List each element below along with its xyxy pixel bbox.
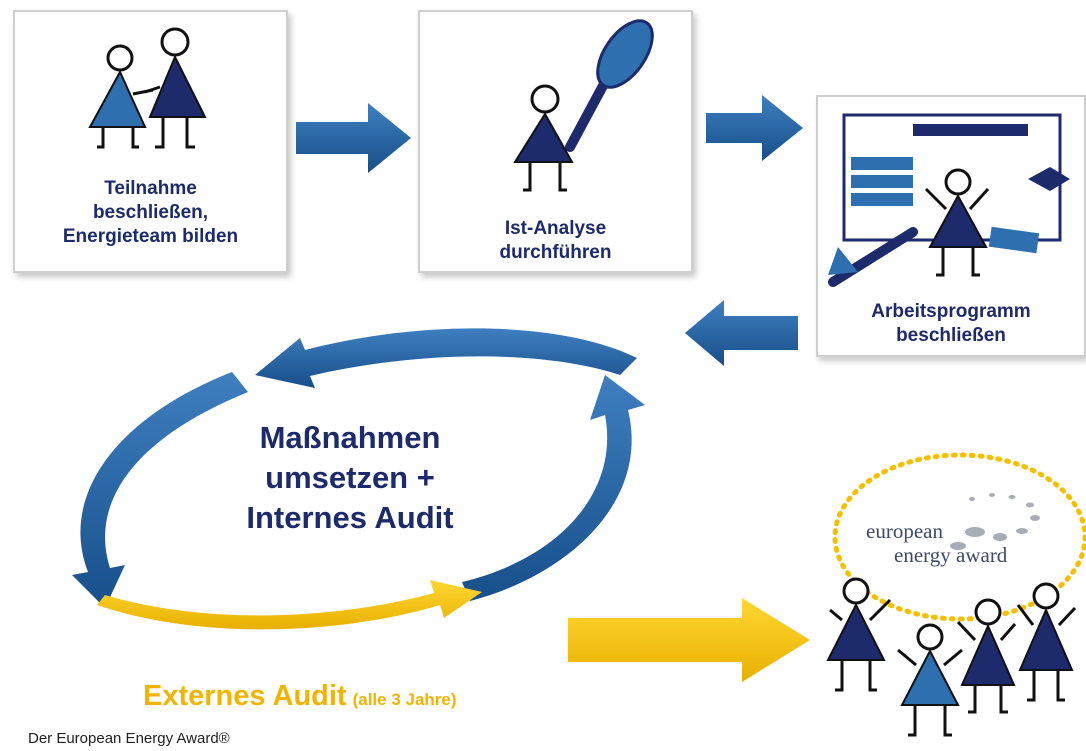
- cycle-label: Maßnahmen umsetzen + Internes Audit: [246, 420, 454, 535]
- external-audit-label: Externes Audit (alle 3 Jahre): [143, 680, 457, 713]
- arrow-step3-to-cycle: [685, 300, 798, 366]
- magnifier-person-illustration: [513, 19, 654, 192]
- arrow-step2-to-step3: [706, 95, 803, 161]
- cycle-arrow-external-audit: [97, 580, 482, 630]
- cycle-arrow-top: [255, 328, 637, 388]
- celebrating-team-illustration: [826, 577, 1077, 737]
- award-dotted-circle: [832, 452, 1086, 622]
- step-label-analysis: Ist-Analyse durchführen: [499, 218, 612, 263]
- step-label-participation: Teilnahme beschließen, Energieteam bilde…: [62, 178, 239, 247]
- award-line2: energy award: [894, 543, 1008, 567]
- cycle-arrow-right: [462, 375, 645, 601]
- step-box-program: Arbeitsprogramm beschließen: [816, 95, 1086, 357]
- caption: Der European Energy Award®: [28, 730, 230, 747]
- award-logo-dots: [950, 493, 1040, 550]
- award-logo-text: european energy award: [866, 519, 1016, 567]
- external-audit-title: Externes Audit: [143, 680, 347, 712]
- step-box-analysis: Ist-Analyse durchführen: [418, 10, 693, 273]
- award-line1: european: [866, 519, 943, 543]
- step-label-program: Arbeitsprogramm beschließen: [871, 301, 1031, 346]
- external-audit-note: (alle 3 Jahre): [352, 690, 457, 709]
- arrow-step1-to-step2: [296, 103, 411, 173]
- handshake-people-illustration: [88, 27, 207, 149]
- arrow-to-award: [568, 598, 810, 682]
- presentation-board-illustration: [828, 113, 1070, 287]
- step-box-participation: Teilnahme beschließen, Energieteam bilde…: [13, 10, 288, 273]
- cycle-arrow-left: [72, 372, 248, 608]
